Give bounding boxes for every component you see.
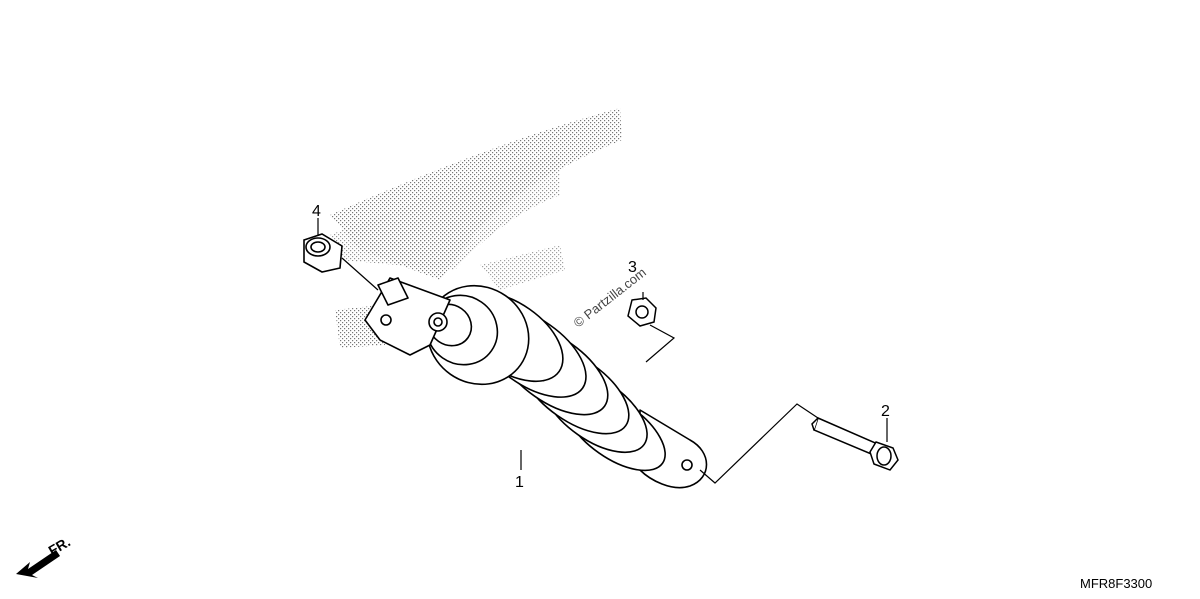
callout-part-1: 1 [515,474,524,491]
diagram-code: MFR8F3300 [1080,576,1152,591]
callout-part-3: 3 [628,259,637,276]
front-direction-arrow: FR. [16,533,73,578]
rear-shock-absorber [364,277,708,489]
callout-part-2: 2 [881,403,890,420]
callout-part-4: 4 [312,203,321,220]
flange-nut [627,297,657,327]
leader-lines [317,218,888,484]
frame-shading [330,108,622,348]
mounting-bolt [811,416,899,471]
cap-nut [303,233,343,273]
